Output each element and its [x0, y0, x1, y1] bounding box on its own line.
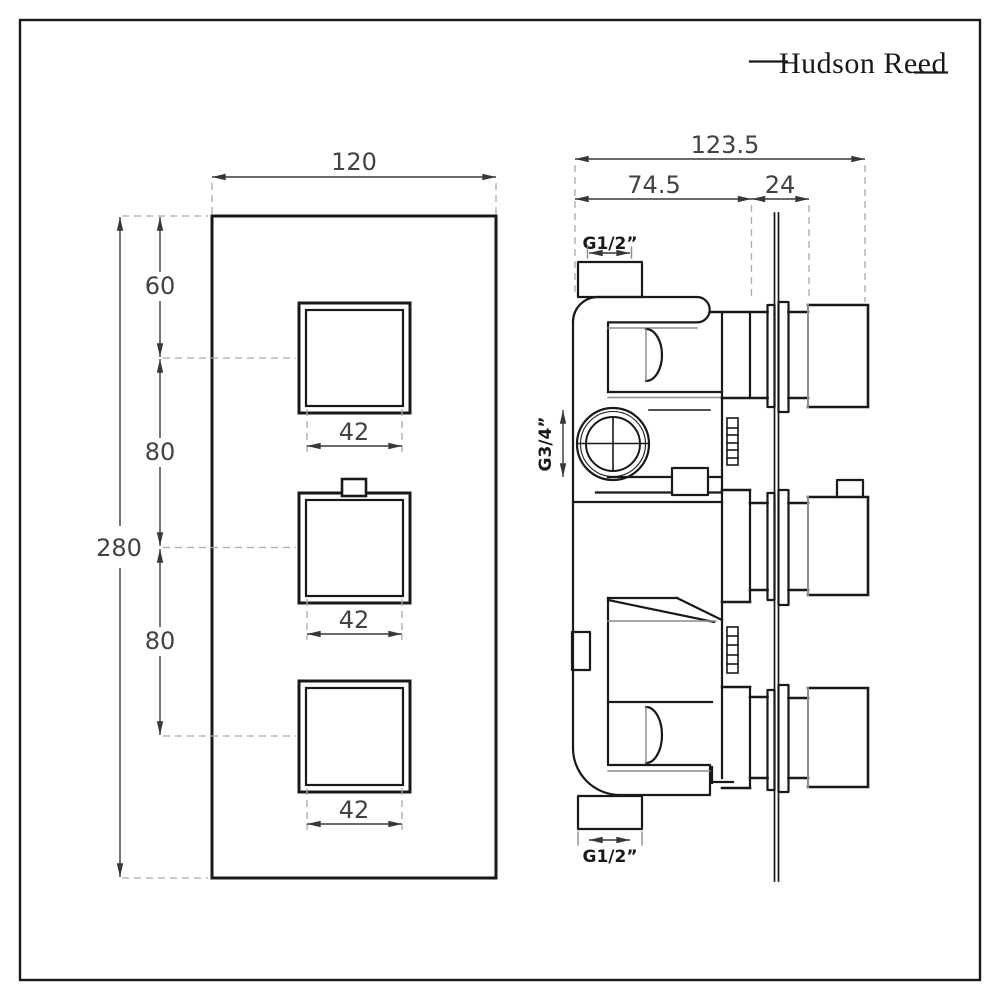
- dim-label-handle-3-width: 42: [339, 796, 370, 824]
- side-inlet-port: [575, 406, 651, 482]
- cartridge-arch-top: [644, 327, 664, 383]
- trim-plate-back-2: [766, 491, 776, 602]
- dim-label-plate-width: 120: [331, 148, 377, 176]
- handle-square-3: [297, 679, 412, 794]
- brand-logo: Hudson Reed: [748, 47, 949, 80]
- cartridge-assembly-3: [720, 683, 870, 794]
- logo-text: Hudson Reed: [779, 47, 947, 80]
- dim-overall-depth: 123.5 74.5 24: [574, 131, 866, 302]
- diverter-button-side: [835, 478, 865, 499]
- diverter-passage: [606, 596, 724, 624]
- side-view: 123.5 74.5 24 G1/2” G3/4” G1/2”: [536, 131, 870, 882]
- thread-label-top-inlet: G1/2”: [583, 234, 638, 254]
- front-view: 120 280 60 80 80: [96, 148, 498, 880]
- dim-label-overall-height: 280: [96, 534, 142, 562]
- trim-plate-back-1: [766, 303, 776, 409]
- handle-side-3: [806, 686, 870, 789]
- dim-top-inlet: G1/2”: [583, 234, 638, 259]
- diverter-tab: [340, 477, 368, 498]
- dim-label-overall-depth: 123.5: [691, 131, 760, 159]
- bottom-outlet-pipe: [576, 794, 644, 831]
- valve-body: [570, 260, 739, 831]
- handle-square-2: [297, 477, 412, 605]
- left-edge-tab: [570, 630, 592, 672]
- dim-bottom-outlet: G1/2”: [577, 831, 643, 867]
- thread-label-bottom-outlet: G1/2”: [583, 847, 638, 867]
- dim-handle-3-width: 42: [306, 788, 403, 830]
- dim-handle-1-width: 42: [306, 409, 403, 452]
- dim-label-handle-1-width: 42: [339, 418, 370, 446]
- dim-handle-spacing-chain: 60 80 80: [145, 216, 296, 737]
- trim-plate-back-3: [766, 688, 776, 792]
- handle-side-2: [806, 495, 870, 597]
- dim-label-bottom-spacing: 80: [145, 627, 176, 655]
- dim-handle-2-width: 42: [306, 599, 403, 640]
- trim-plate-front-3: [777, 683, 790, 794]
- top-inlet-pipe: [576, 260, 644, 299]
- dim-label-handle-2-width: 42: [339, 606, 370, 634]
- dim-side-inlet: G3/4”: [536, 409, 567, 478]
- handle-square-1: [297, 301, 412, 415]
- dim-label-trim-depth: 24: [765, 171, 796, 199]
- handle-side-1: [806, 303, 870, 409]
- trim-plate-front-1: [777, 300, 790, 414]
- dim-overall-height: 280: [96, 215, 208, 879]
- wall-plane-line: [773, 212, 780, 882]
- dim-label-mid-spacing: 80: [145, 438, 176, 466]
- dim-label-top-offset: 60: [145, 272, 176, 300]
- cartridge-assembly-2: [720, 478, 870, 607]
- thread-label-side-inlet: G3/4”: [536, 417, 556, 472]
- faceplate: [210, 214, 498, 880]
- middle-lug: [594, 466, 724, 497]
- trim-plate-front-2: [777, 488, 790, 607]
- dim-plate-width: 120: [211, 148, 497, 214]
- threaded-adjuster-top: [726, 417, 739, 466]
- dim-label-recess-depth: 74.5: [627, 171, 680, 199]
- cartridge-arch-bottom: [644, 705, 664, 765]
- border-frame: [18, 18, 982, 982]
- threaded-adjuster-bottom: [726, 626, 739, 674]
- cartridge-assembly-1: [708, 300, 870, 414]
